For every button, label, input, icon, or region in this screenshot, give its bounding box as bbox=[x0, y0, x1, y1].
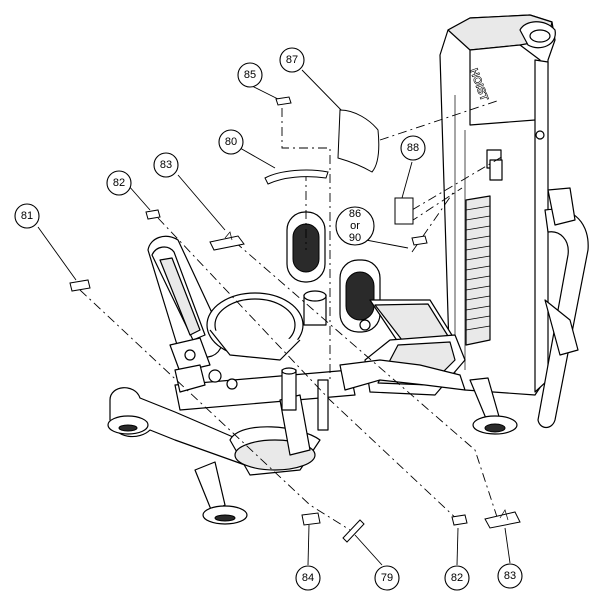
callout-80: 80 bbox=[218, 129, 244, 155]
svg-text:or: or bbox=[350, 220, 360, 232]
decal-84 bbox=[301, 512, 321, 526]
callout-86-or-90: 86 or 90 bbox=[335, 206, 375, 246]
callout-82-top: 82 bbox=[106, 170, 132, 196]
machine-illustration: HOIST bbox=[107, 14, 589, 525]
callout-85: 85 bbox=[237, 62, 263, 88]
svg-text:80: 80 bbox=[225, 136, 237, 148]
decal-85 bbox=[275, 96, 292, 106]
svg-text:88: 88 bbox=[407, 142, 419, 154]
svg-text:83: 83 bbox=[504, 570, 516, 582]
callout-81: 81 bbox=[14, 203, 40, 229]
decal-83-bottom bbox=[484, 509, 521, 529]
svg-text:82: 82 bbox=[451, 572, 463, 584]
svg-text:81: 81 bbox=[21, 210, 33, 222]
weight-plates bbox=[465, 195, 491, 346]
decal-86-90 bbox=[411, 235, 428, 246]
weight-stack-tower: HOIST bbox=[439, 14, 556, 396]
decal-80 bbox=[264, 169, 329, 185]
side-handle bbox=[537, 187, 589, 429]
callout-82-bottom: 82 bbox=[444, 565, 470, 591]
decal-88 bbox=[394, 197, 414, 225]
decal-87 bbox=[337, 109, 380, 173]
decal-83-top bbox=[209, 231, 245, 251]
decal-81 bbox=[69, 279, 91, 292]
seat-cushion bbox=[206, 292, 304, 361]
svg-text:87: 87 bbox=[286, 54, 298, 66]
svg-text:79: 79 bbox=[381, 572, 393, 584]
callout-84: 84 bbox=[295, 565, 321, 591]
decal-82-top bbox=[145, 209, 161, 220]
callout-83-top: 83 bbox=[153, 152, 179, 178]
callout-88: 88 bbox=[400, 135, 426, 161]
callouts: 85 87 80 88 82 83 81 86 or bbox=[14, 47, 523, 591]
decal-82-bottom bbox=[451, 514, 468, 526]
thigh-pad-right bbox=[339, 259, 381, 333]
pivot-hardware bbox=[169, 337, 211, 393]
callout-83-bottom: 83 bbox=[497, 563, 523, 589]
tower-feet bbox=[469, 377, 518, 435]
callout-87: 87 bbox=[279, 47, 305, 73]
svg-text:83: 83 bbox=[160, 159, 172, 171]
callout-79: 79 bbox=[374, 565, 400, 591]
base-frame bbox=[107, 359, 466, 525]
svg-text:90: 90 bbox=[349, 232, 361, 244]
leader-lines bbox=[37, 69, 511, 566]
svg-text:84: 84 bbox=[302, 572, 314, 584]
svg-text:85: 85 bbox=[244, 69, 256, 81]
svg-text:86: 86 bbox=[349, 208, 361, 220]
seat-back bbox=[147, 235, 223, 361]
svg-text:82: 82 bbox=[113, 177, 125, 189]
decal-79 bbox=[342, 519, 365, 543]
decal-parts bbox=[69, 96, 521, 543]
